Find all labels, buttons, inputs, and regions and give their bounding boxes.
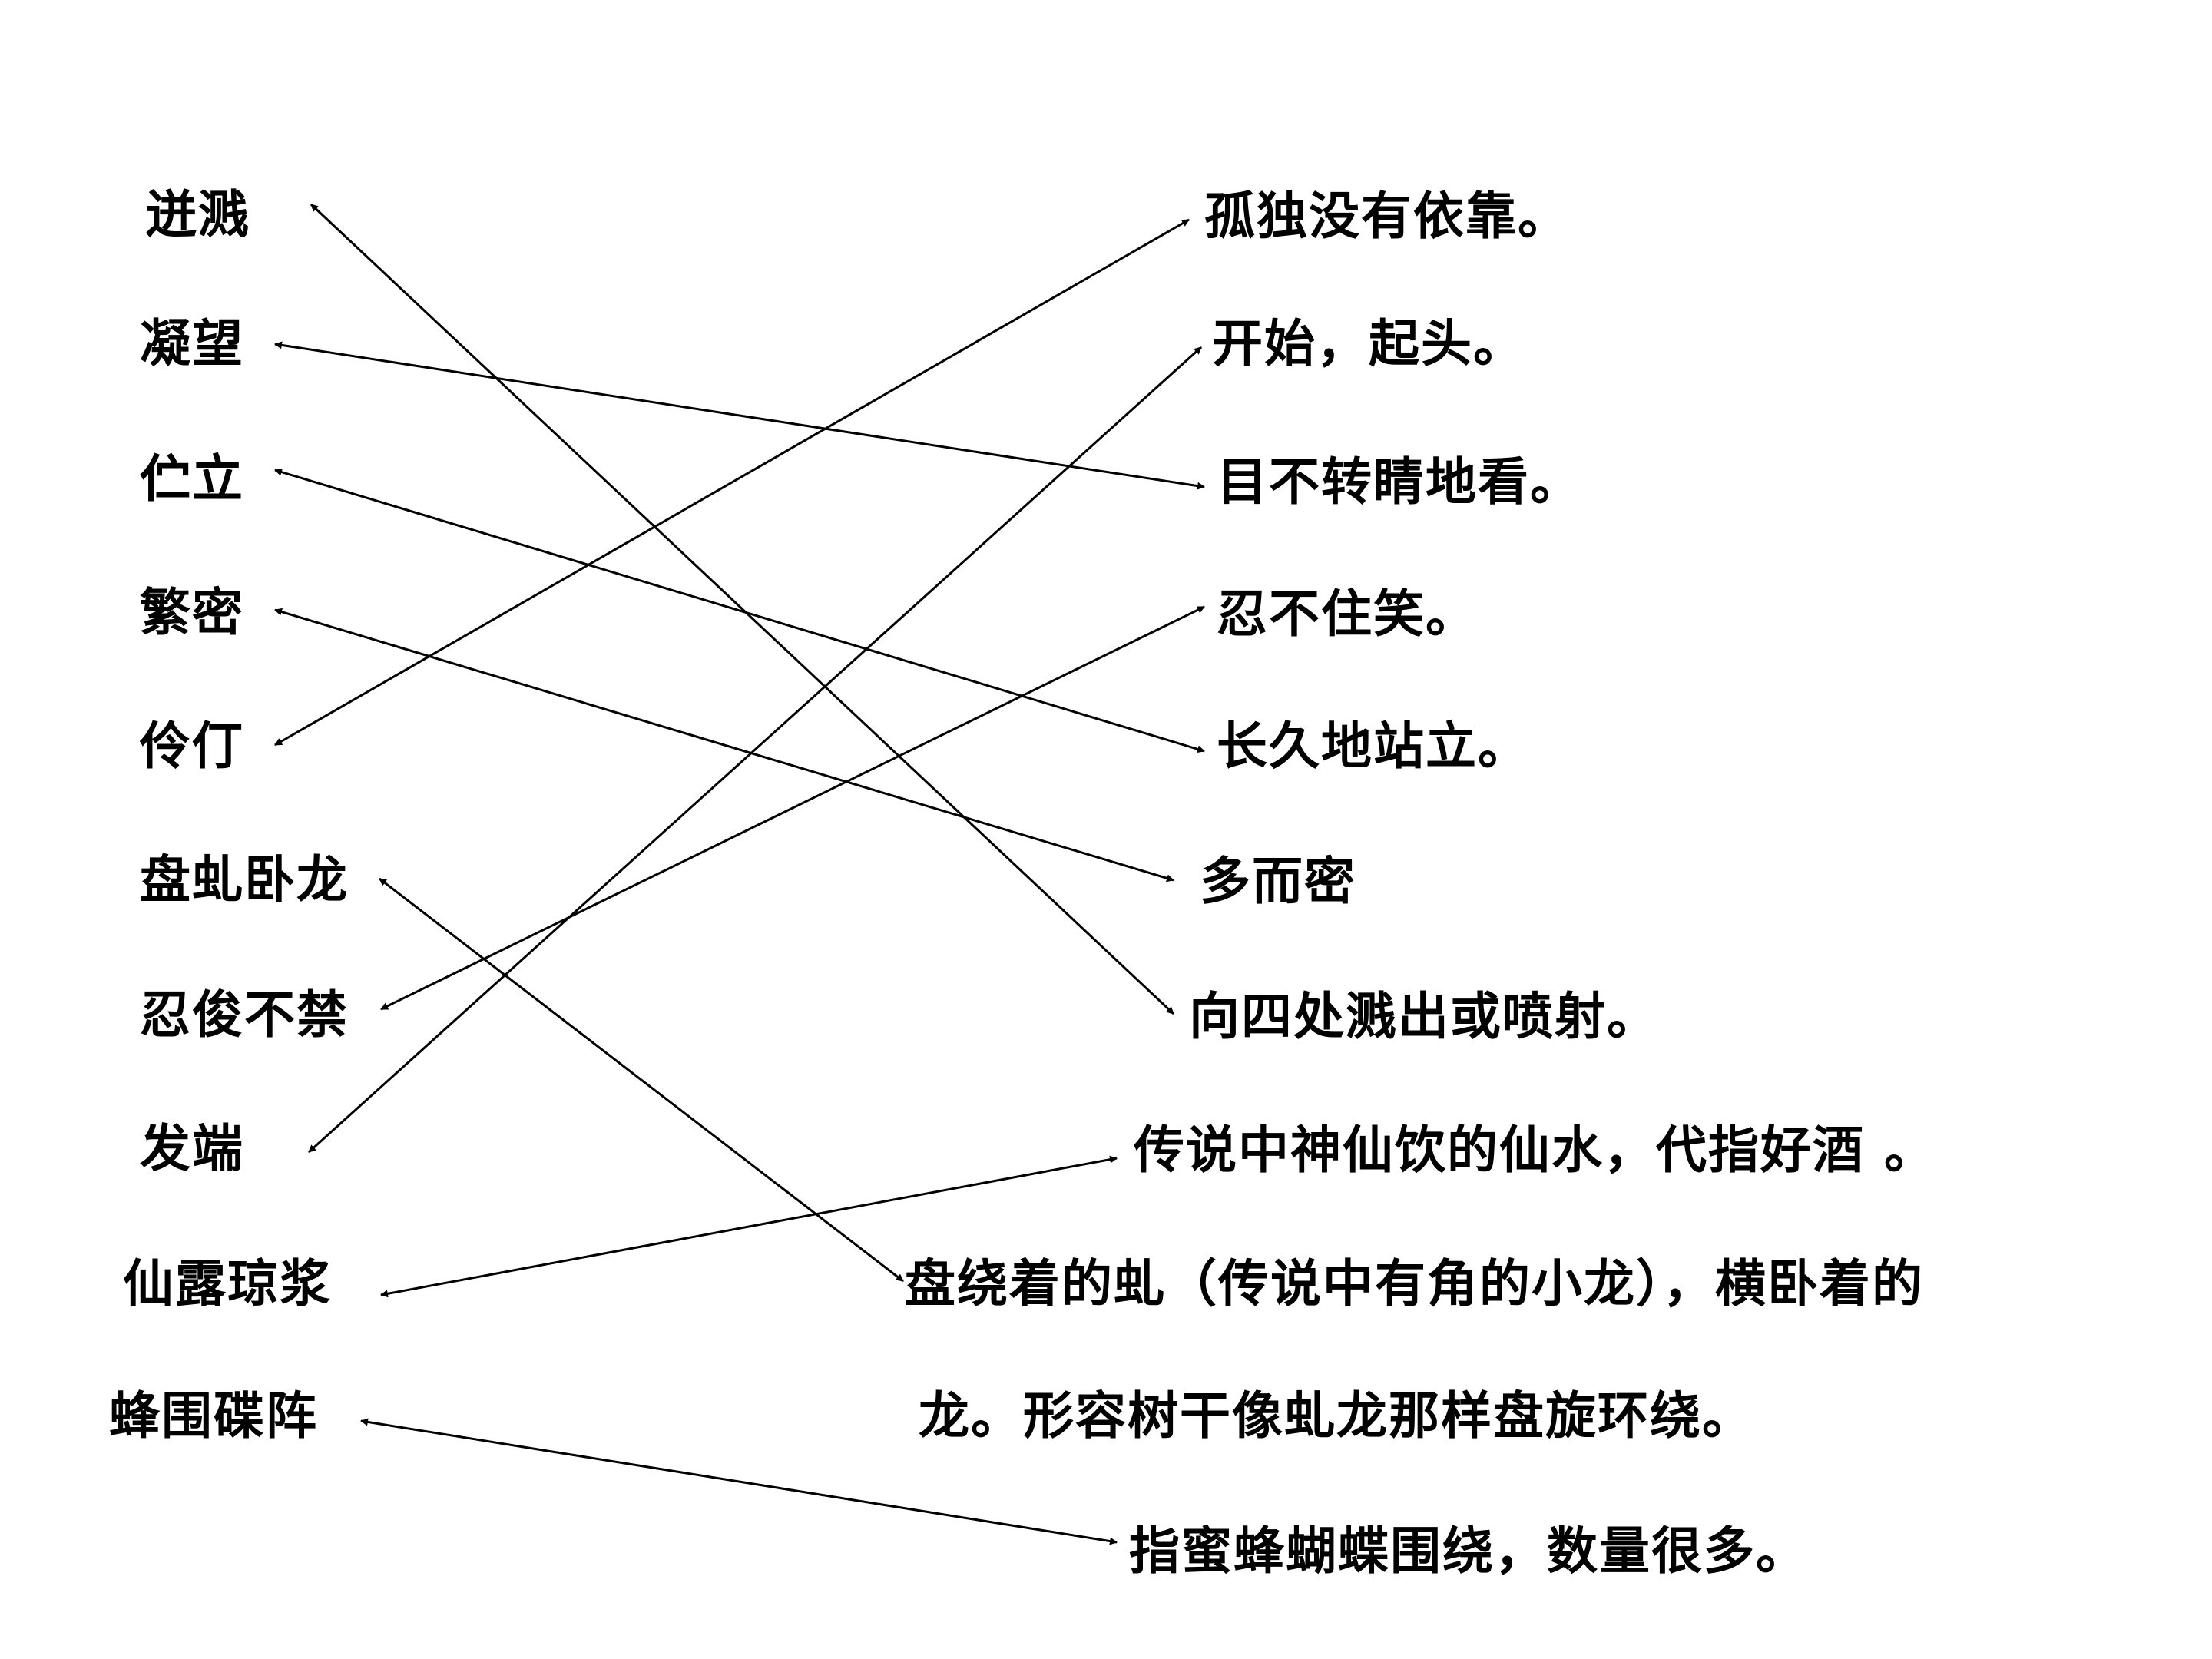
link-zhuli <box>274 468 1205 753</box>
term-fengweidiezhen: 蜂围碟阵 <box>109 1386 318 1445</box>
definition-item: 指蜜蜂蝴蝶围绕，数量很多。 <box>1129 1521 1808 1581</box>
term-faduan: 发端 <box>140 1118 244 1178</box>
link-fanmi <box>274 608 1174 882</box>
link-xianlu <box>380 1155 1118 1298</box>
link-renjun <box>380 605 1205 1011</box>
definition-item: 长久地站立。 <box>1217 716 1530 776</box>
link-ningwang <box>274 341 1205 490</box>
definition-item: 传说中神仙饮的仙水，代指好酒 。 <box>1134 1120 1936 1180</box>
link-panqiu <box>379 877 904 1283</box>
definition-item: 盘绕着的虬（传说中有角的小龙），横卧着的 <box>905 1253 1924 1313</box>
definition-item: 目不转睛地看。 <box>1217 452 1582 512</box>
term-renjunbujin: 忍俊不禁 <box>140 985 349 1045</box>
definition-item: 向四处溅出或喷射。 <box>1189 986 1659 1046</box>
definition-item: 开始，起头。 <box>1212 313 1525 373</box>
term-panqiuwolong: 盘虬卧龙 <box>140 849 349 909</box>
term-xianluqiongjiang: 仙露琼浆 <box>123 1253 332 1313</box>
definition-item: 多而密 <box>1200 851 1356 911</box>
term-fanmi: 繁密 <box>140 582 244 642</box>
link-fengwei <box>360 1418 1118 1545</box>
term-zhuli: 伫立 <box>140 449 244 508</box>
term-lingding: 伶仃 <box>140 716 244 776</box>
link-faduan <box>307 346 1203 1154</box>
definition-item: 孤独没有依靠。 <box>1204 186 1570 246</box>
term-bengjian: 迸溅 <box>146 184 250 244</box>
definition-item: 忍不住笑。 <box>1217 584 1478 644</box>
term-ningwang: 凝望 <box>140 313 244 373</box>
definition-item-continuation: 龙。形容树干像虬龙那样盘旋环绕。 <box>919 1386 1754 1445</box>
link-bengjian <box>310 203 1175 1015</box>
